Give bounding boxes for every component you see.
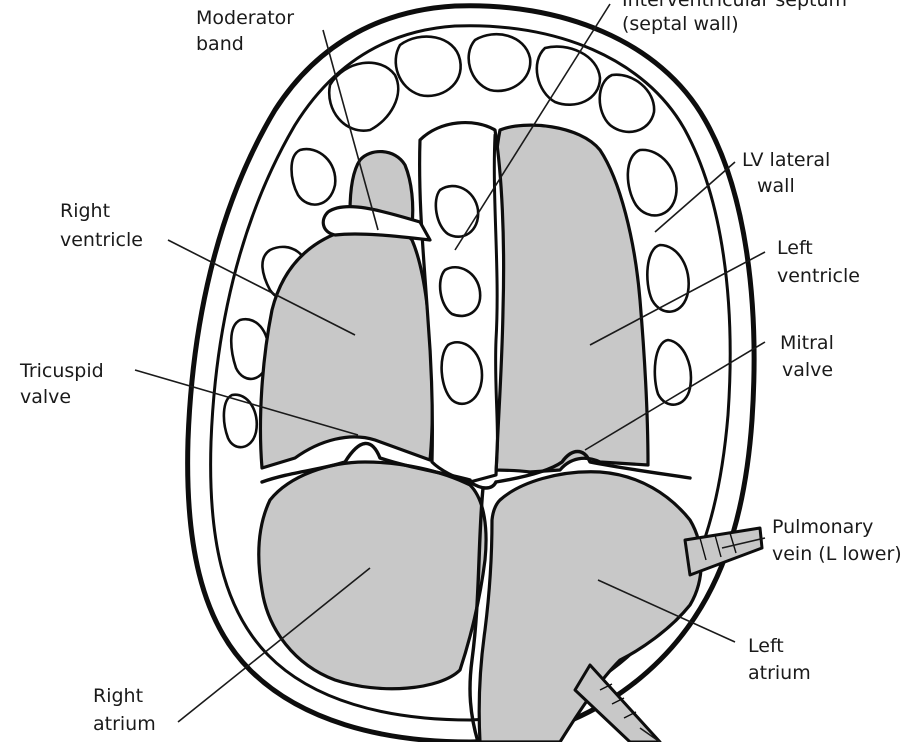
label-tricuspid-valve: Tricuspid valve — [19, 360, 110, 408]
label-right-ventricle: Right ventricle — [60, 200, 143, 251]
label-moderator-band: Moderator band — [196, 7, 300, 55]
right-atrium-chamber — [259, 462, 486, 689]
apex-trabecula-2 — [396, 37, 461, 96]
label-left-atrium: Left atrium — [748, 635, 811, 684]
septal-trabecula-1 — [436, 186, 478, 237]
label-pulmonary-vein: Pulmonary vein (L lower) — [772, 516, 902, 565]
apex-trabecula-3 — [469, 34, 531, 91]
label-lv-lateral-wall: LV lateral wall — [742, 149, 836, 197]
label-right-atrium: Right atrium — [93, 685, 156, 735]
septal-trabecula-3 — [442, 342, 482, 404]
label-mitral-valve: Mitral valve — [780, 332, 840, 381]
label-left-ventricle: Left ventricle — [777, 237, 860, 287]
septum — [420, 123, 504, 482]
label-interventricular-septum: Interventricular septum (septal wall) — [622, 0, 853, 35]
